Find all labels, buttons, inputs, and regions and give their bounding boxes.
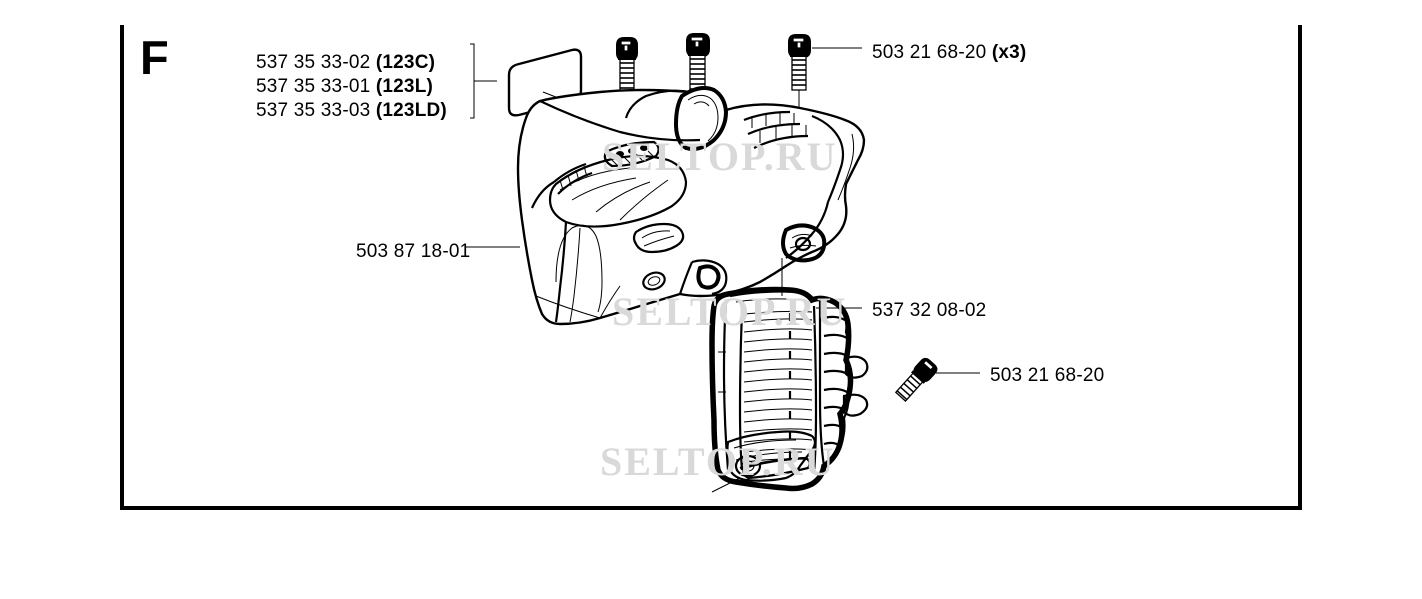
cylinder-cover-body <box>516 86 866 326</box>
label-cover-decal-variant-123c: 537 35 33-02 (123C) <box>256 52 435 74</box>
part-number: 537 32 08-02 <box>872 300 987 321</box>
variant-bracket <box>470 43 497 119</box>
label-screw-top-x3: 503 21 68-20 (x3) <box>872 42 1026 64</box>
part-model: (123C) <box>375 52 436 73</box>
part-number: 503 21 68-20 <box>872 42 987 63</box>
part-number: 503 87 18-01 <box>356 241 471 262</box>
part-number: 503 21 68-20 <box>990 365 1105 386</box>
air-filter-cover-body <box>709 286 869 493</box>
part-number: 537 35 33-03 <box>256 100 371 121</box>
label-cover-decal-variant-123l: 537 35 33-01 (123L) <box>256 76 433 98</box>
cover-screw-boss-right <box>781 223 827 263</box>
screw-lower-right <box>894 357 980 402</box>
label-cylinder-cover: 503 87 18-01 <box>356 241 470 263</box>
screw-top-right <box>788 34 862 252</box>
section-border <box>120 25 1302 510</box>
label-screw-lower: 503 21 68-20 <box>990 365 1104 387</box>
part-quantity: (x3) <box>991 42 1027 63</box>
part-number: 537 35 33-02 <box>256 52 371 73</box>
section-letter: F <box>140 31 169 84</box>
part-model: (123L) <box>375 76 434 97</box>
part-model: (123LD) <box>375 100 447 121</box>
label-cover-decal-variant-123ld: 537 35 33-03 (123LD) <box>256 100 447 122</box>
part-number: 537 35 33-01 <box>256 76 371 97</box>
label-air-filter-cover: 537 32 08-02 <box>872 300 986 322</box>
